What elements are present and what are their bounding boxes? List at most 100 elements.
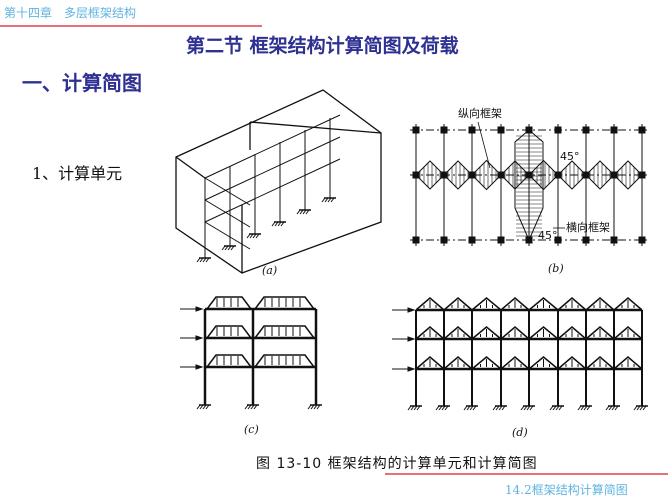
support-hatch: [313, 404, 318, 410]
support-hatch: [324, 197, 329, 203]
triangle-load: [443, 297, 473, 311]
figure-caption: 图 13-10 框架结构的计算单元和计算简图: [256, 456, 538, 472]
trapezoid-load: [254, 354, 315, 368]
floor-beam: [204, 114, 341, 179]
triangle-load: [585, 297, 615, 311]
column-node: [582, 171, 590, 179]
trapezoid-load: [254, 325, 315, 339]
support-hatch: [230, 245, 235, 251]
label-d: (d): [512, 426, 528, 439]
support-hatch: [252, 233, 257, 239]
column-node: [525, 126, 533, 134]
column-node: [412, 236, 420, 244]
support-hatch: [529, 405, 534, 411]
support-hatch: [523, 405, 528, 411]
column-node: [440, 126, 448, 134]
figure-d-longitudinal-frame: [392, 297, 648, 411]
support-hatch: [466, 405, 471, 411]
support-hatch: [274, 221, 279, 227]
support-hatch: [410, 405, 415, 411]
column-node: [610, 236, 618, 244]
support-hatch: [495, 405, 500, 411]
arrowhead: [195, 335, 204, 341]
support-hatch: [205, 404, 210, 410]
header-divider: [0, 25, 262, 27]
support-hatch: [227, 245, 232, 251]
support-hatch: [296, 209, 301, 215]
support-hatch: [444, 405, 449, 411]
column-node: [610, 171, 618, 179]
triangle-load: [585, 326, 615, 340]
triangle-load: [415, 356, 445, 370]
support-hatch: [492, 405, 497, 411]
support-hatch: [583, 405, 588, 411]
column-node: [554, 236, 562, 244]
support-hatch: [327, 197, 332, 203]
support-hatch: [253, 404, 258, 410]
triangle-load: [500, 297, 530, 311]
support-hatch: [438, 405, 443, 411]
support-hatch: [196, 257, 201, 263]
support-hatch: [199, 404, 204, 410]
floor-beam: [204, 136, 341, 201]
support-hatch: [441, 405, 446, 411]
column-node: [610, 126, 618, 134]
support-hatch: [472, 405, 477, 411]
annotation-longitudinal-frame: 纵向框架: [458, 106, 502, 120]
support-hatch: [316, 404, 321, 410]
support-hatch: [639, 405, 644, 411]
arrowhead: [407, 336, 416, 342]
support-hatch: [526, 405, 531, 411]
support-hatch: [407, 405, 412, 411]
annotation-angle-bottom: 45°: [538, 229, 558, 242]
support-hatch: [221, 245, 226, 251]
column-node: [497, 236, 505, 244]
column-node: [497, 126, 505, 134]
triangle-load: [471, 356, 502, 370]
support-hatch: [558, 405, 563, 411]
triangle-load: [528, 326, 559, 340]
label-c: (c): [244, 423, 259, 436]
support-hatch: [498, 405, 503, 411]
triangle-load: [443, 326, 473, 340]
column-node: [582, 236, 590, 244]
support-hatch: [255, 233, 260, 239]
arrowhead: [195, 364, 204, 370]
floor-beam: [204, 177, 251, 206]
column-node: [525, 171, 533, 179]
arrowhead: [407, 366, 416, 372]
support-hatch: [435, 405, 440, 411]
triangle-load: [557, 326, 587, 340]
slide-title: 第二节 框架结构计算简图及荷载: [186, 35, 459, 57]
support-hatch: [246, 233, 251, 239]
triangle-load: [557, 297, 587, 311]
support-hatch: [307, 404, 312, 410]
trapezoid-load: [206, 296, 252, 310]
support-hatch: [249, 233, 254, 239]
support-hatch: [330, 197, 335, 203]
section-heading: 一、计算简图: [22, 71, 142, 95]
building-edge: [249, 121, 382, 134]
column-node: [525, 236, 533, 244]
chapter-header: 第十四章 多层框架结构: [4, 6, 137, 20]
column-node: [638, 126, 646, 134]
support-hatch: [577, 405, 582, 411]
support-hatch: [202, 404, 207, 410]
annotation-angle-top: 45°: [560, 150, 580, 163]
support-hatch: [549, 405, 554, 411]
support-hatch: [469, 405, 474, 411]
floor-beam: [204, 158, 341, 223]
support-hatch: [244, 404, 249, 410]
support-hatch: [321, 197, 326, 203]
support-hatch: [555, 405, 560, 411]
triangle-load: [585, 356, 615, 370]
support-hatch: [196, 404, 201, 410]
arrowhead: [407, 307, 416, 313]
triangle-load: [557, 356, 587, 370]
triangle-load: [415, 326, 445, 340]
figure-b-plan: [410, 121, 648, 246]
column-node: [468, 126, 476, 134]
column-node: [440, 171, 448, 179]
triangle-load: [471, 297, 502, 311]
